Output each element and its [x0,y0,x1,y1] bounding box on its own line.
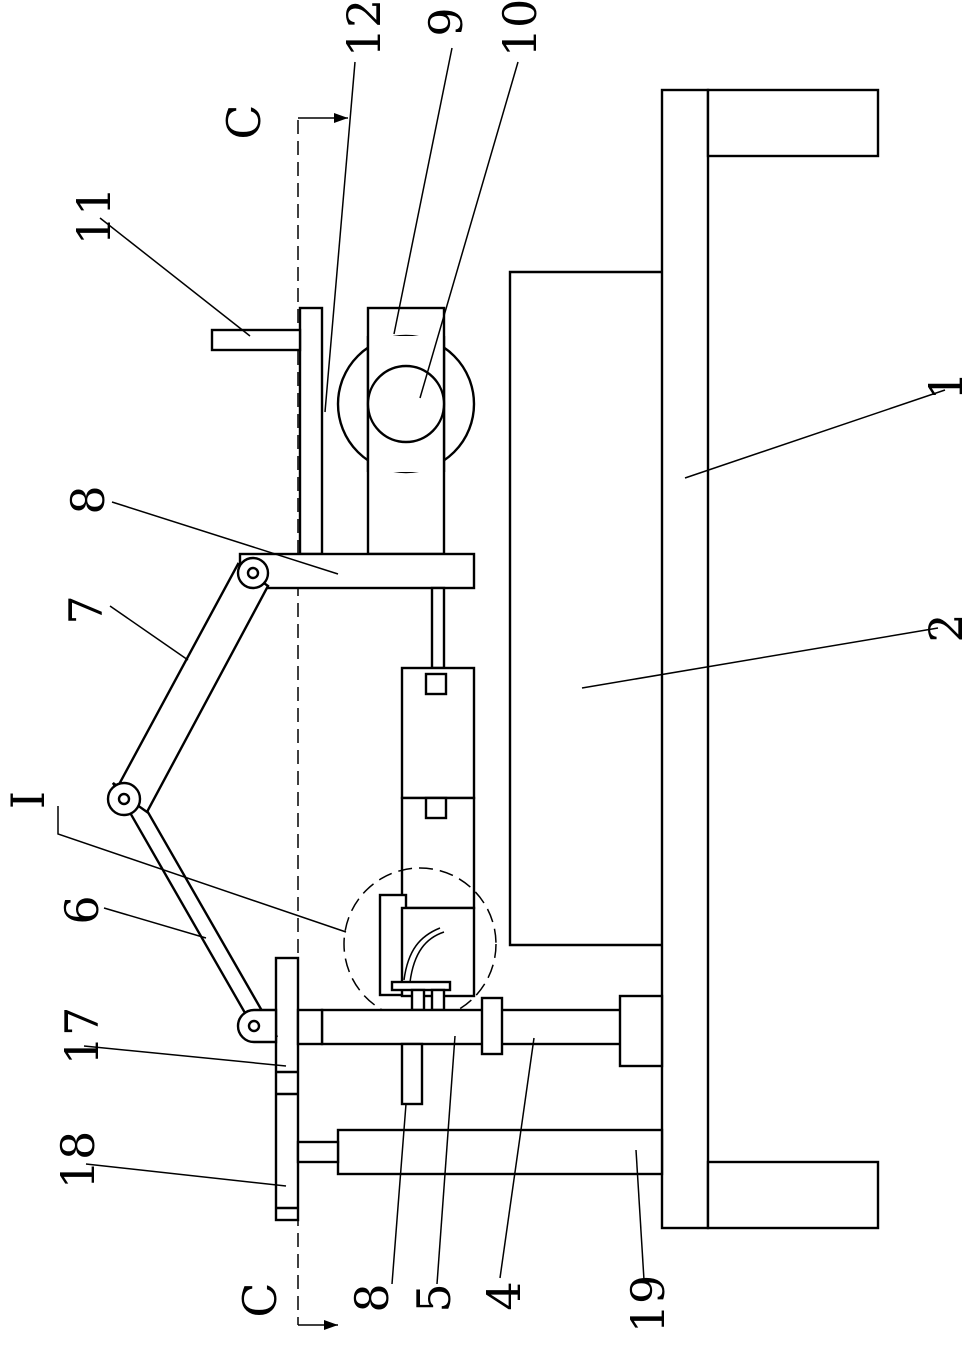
leader-1 [685,390,945,478]
handle-11 [212,330,300,350]
label-12: 12 [337,0,391,57]
leader-18 [86,1164,286,1186]
label-2: 2 [919,613,968,642]
piston-rod [432,588,444,668]
shaft-4-5 [322,1010,622,1044]
cylinder-port-2 [426,798,446,818]
section-arrowhead-top [334,113,348,123]
clamp-pin [412,990,424,1010]
label-detail-i: I [1,791,55,809]
leader-17 [84,1046,286,1066]
leader-9 [394,48,452,334]
label-5: 5 [407,1283,461,1312]
label-4: 4 [477,1281,531,1310]
leader-7 [110,606,188,660]
clamp-pin-2 [432,990,444,1010]
linkage [108,558,277,1042]
arm-6 [113,783,277,1037]
label-6: 6 [55,895,109,924]
stub-8-lower [402,1044,422,1104]
housing [510,272,662,945]
cylinder-assembly [380,668,474,1010]
arm-7 [116,564,268,812]
leader-10 [420,62,518,398]
cylinder-port-1 [426,674,446,694]
label-10: 10 [493,0,547,57]
shaft-collar [482,998,502,1054]
label-8-lower: 8 [345,1283,399,1312]
label-18: 18 [51,1131,105,1190]
leader-12 [325,62,355,412]
cross-bar-8 [240,554,474,588]
base-foot-bottom [708,1162,878,1228]
column-19 [338,1130,662,1174]
lower-shaft-assembly [276,958,662,1220]
pivot-top-pin [248,568,258,578]
label-1: 1 [919,371,968,400]
base-foot-top [708,90,878,156]
column-19-neck [298,1142,338,1162]
label-11: 11 [67,187,121,246]
clamp-plate [392,982,450,990]
leader-2 [582,628,938,688]
label-8-upper: 8 [61,485,115,514]
label-17: 17 [55,1007,109,1066]
label-section-c-bottom: C [233,1282,287,1317]
vertical-rail [300,308,322,554]
base-frame [662,90,878,1228]
housing-outline [510,272,662,945]
label-7: 7 [59,595,113,624]
label-19: 19 [621,1275,675,1334]
leader-11 [100,218,250,336]
shaft-bearing [620,996,662,1066]
label-9: 9 [419,7,473,36]
base-beam [662,90,708,1228]
shaft-hub [298,1010,322,1044]
disc-17-18 [276,958,298,1220]
pivot-bottom-pin [249,1021,259,1031]
label-section-c-top: C [217,104,271,139]
section-arrowhead-bottom [324,1320,338,1330]
pivot-knee-pin [119,794,129,804]
wheel-10 [368,366,444,442]
